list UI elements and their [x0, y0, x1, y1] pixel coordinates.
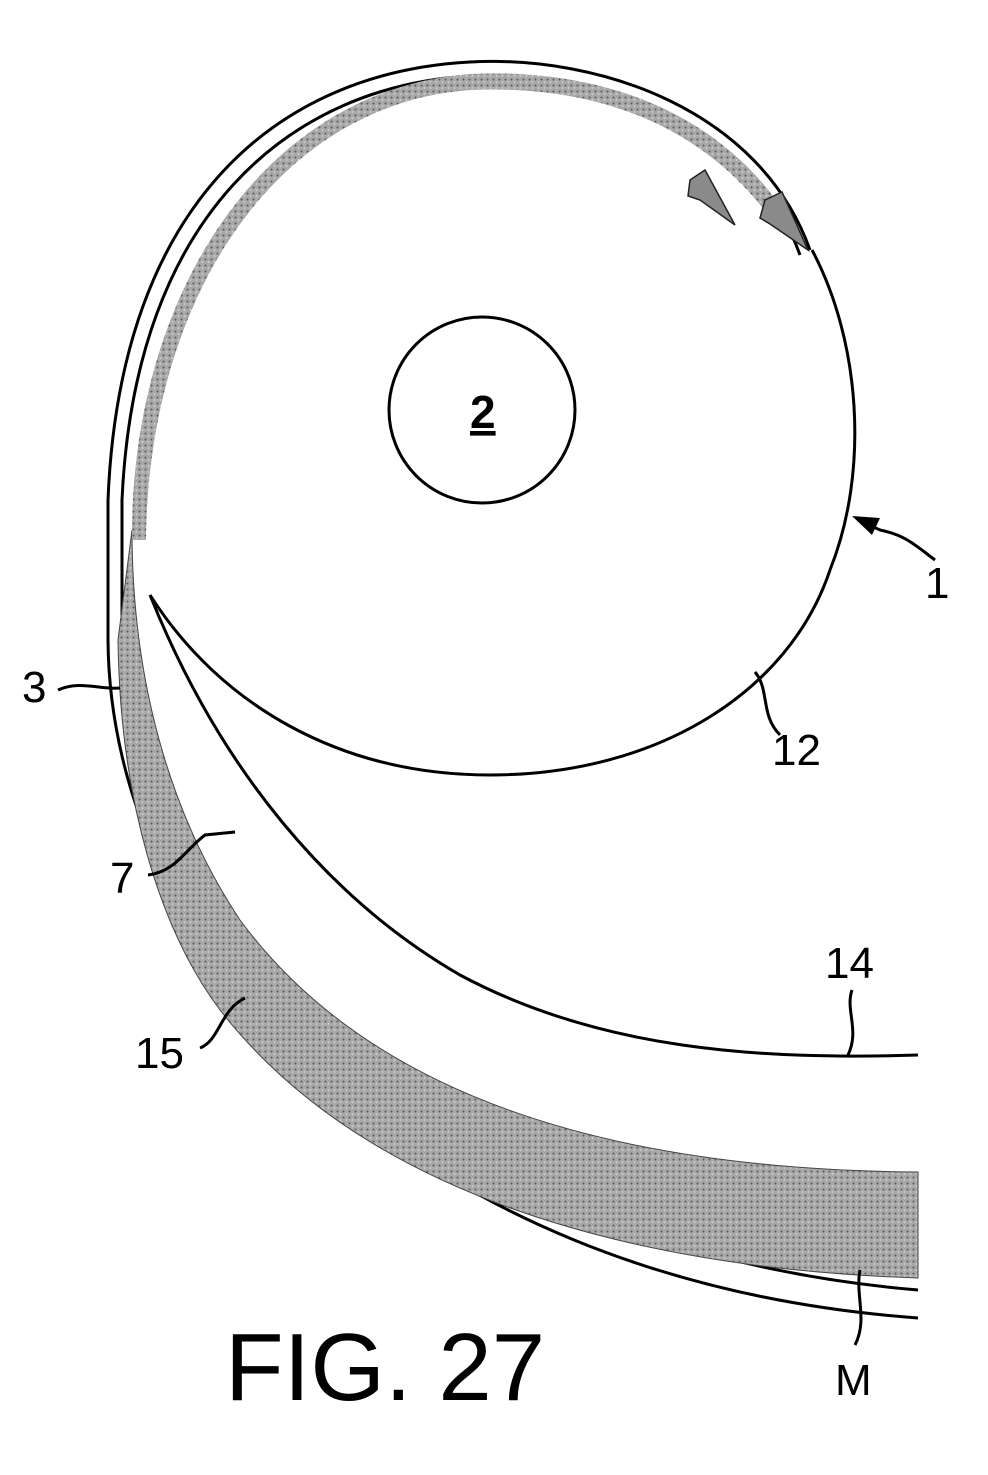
label-m: M — [835, 1356, 872, 1405]
roll-edge-12 — [148, 249, 857, 777]
leader-15 — [199, 996, 246, 1050]
label-1: 1 — [925, 559, 949, 608]
leader-3 — [57, 683, 121, 692]
arrow-head-icon — [852, 516, 880, 535]
inner-curve-14 — [148, 594, 919, 1058]
material-band-m — [117, 529, 919, 1279]
leader-14 — [846, 989, 855, 1056]
label-15: 15 — [135, 1029, 184, 1078]
label-12: 12 — [772, 726, 821, 775]
direction-arrow-icon — [687, 168, 736, 226]
label-7: 7 — [110, 854, 134, 903]
label-14: 14 — [825, 939, 874, 988]
inner-layer-7-strip — [131, 73, 791, 540]
leader-7 — [147, 830, 236, 877]
direction-arrow-icon — [759, 190, 810, 253]
outer-curve-15 — [120, 74, 919, 1292]
hub-circle-2 — [387, 315, 577, 505]
leader-12 — [753, 671, 782, 737]
hub-label: 2 — [470, 386, 496, 438]
figure-caption: FIG. 27 — [225, 1314, 545, 1421]
leader-m — [853, 1269, 863, 1346]
leader-1 — [857, 518, 936, 562]
label-3: 3 — [22, 663, 46, 712]
